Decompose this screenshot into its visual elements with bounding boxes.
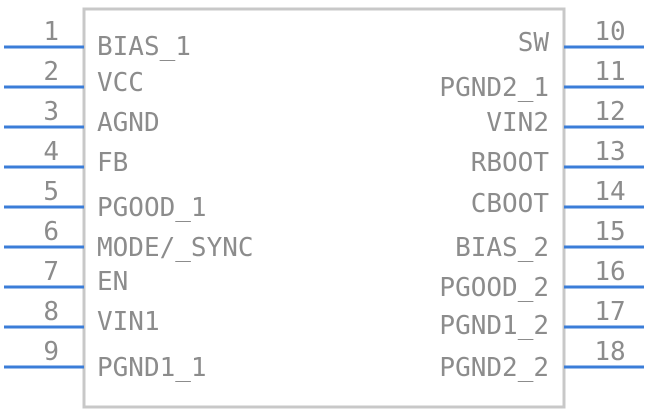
pin-number-16: 16	[594, 257, 625, 287]
pin-number-17: 17	[594, 297, 625, 327]
pin-number-14: 14	[594, 177, 625, 207]
pin-label-17: PGND1_2	[439, 311, 549, 341]
pin-label-9: PGND1_1	[97, 353, 207, 383]
pin-number-3: 3	[43, 97, 59, 127]
pin-label-11: PGND2_1	[439, 73, 549, 103]
pin-label-2: VCC	[97, 68, 144, 98]
pin-label-8: VIN1	[97, 307, 160, 337]
pin-number-6: 6	[43, 217, 59, 247]
pin-number-5: 5	[43, 177, 59, 207]
pin-label-16: PGOOD_2	[439, 273, 549, 303]
pin-label-7: EN	[97, 267, 128, 297]
pin-label-13: RBOOT	[471, 148, 550, 178]
pin-number-10: 10	[594, 17, 625, 47]
pin-number-12: 12	[594, 97, 625, 127]
pin-number-11: 11	[594, 57, 625, 87]
pin-number-1: 1	[43, 17, 59, 47]
pin-label-6: MODE/_SYNC	[97, 233, 254, 263]
pin-number-8: 8	[43, 297, 59, 327]
pin-label-14: CBOOT	[471, 189, 550, 219]
pin-number-13: 13	[594, 137, 625, 167]
pin-number-15: 15	[594, 217, 625, 247]
pin-number-4: 4	[43, 137, 59, 167]
pin-number-9: 9	[43, 337, 59, 367]
pin-label-10: SW	[518, 28, 550, 58]
pin-label-5: PGOOD_1	[97, 193, 207, 223]
pin-label-12: VIN2	[486, 108, 549, 138]
pin-label-3: AGND	[97, 108, 160, 138]
pin-number-18: 18	[594, 337, 625, 367]
pin-label-18: PGND2_2	[439, 353, 549, 383]
pin-number-2: 2	[43, 57, 59, 87]
pin-label-1: BIAS_1	[97, 32, 191, 62]
pin-number-7: 7	[43, 257, 59, 287]
pin-label-15: BIAS_2	[455, 233, 549, 263]
pin-label-4: FB	[97, 148, 128, 178]
